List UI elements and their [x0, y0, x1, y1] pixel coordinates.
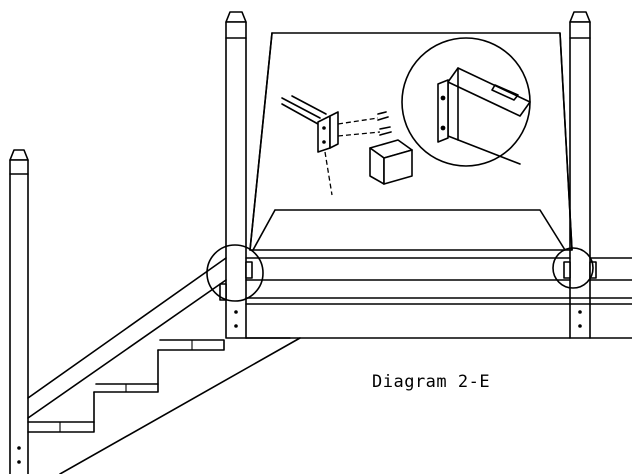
- callout-leader-left: [249, 32, 273, 251]
- middle-post: [225, 11, 247, 339]
- stair-treads: [27, 339, 225, 433]
- exploded-bracket-hardware: [281, 95, 413, 196]
- stair-stringer: [27, 257, 301, 474]
- left-newel-post: [9, 149, 29, 474]
- joint-detail-circle-right: [552, 247, 594, 289]
- magnified-detail-circle: [401, 37, 531, 167]
- right-post: [569, 11, 591, 339]
- detail-callout-panel: [249, 32, 573, 251]
- callout-leader-right: [559, 32, 573, 251]
- landing-rail: [245, 257, 632, 339]
- joint-detail-circle-left: [206, 244, 264, 302]
- rail-brackets: [219, 261, 597, 301]
- diagram-caption: Diagram 2-E: [372, 372, 491, 392]
